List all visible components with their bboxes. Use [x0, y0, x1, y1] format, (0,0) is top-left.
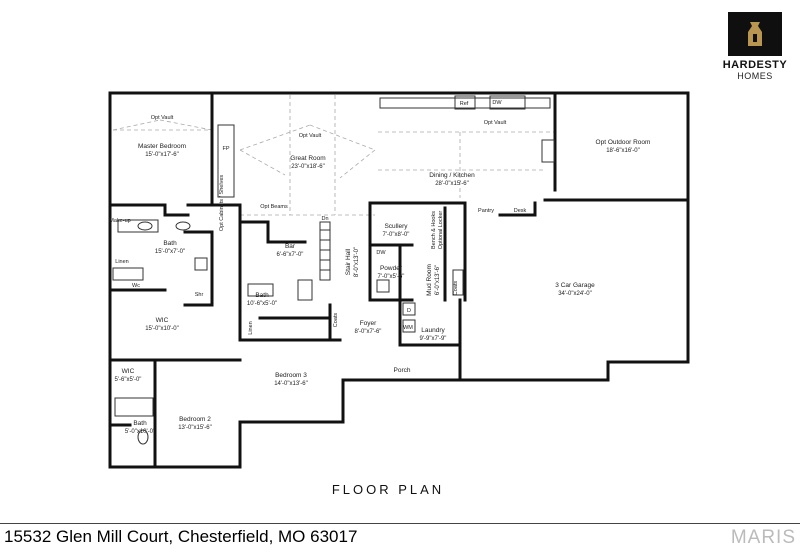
bath3-name: Bath [133, 420, 147, 427]
foyer-dim: 8'-0"x7'-6" [355, 329, 382, 335]
label-opt-cabinets: Opt Cabinets / Shelves [219, 175, 225, 232]
outdoor-dim: 18'-6"x16'-0" [606, 148, 640, 154]
master-name: Master Bedroom [138, 143, 186, 150]
foyer-name: Foyer [360, 320, 377, 327]
masterbath-name: Bath [163, 240, 177, 247]
mud-name: Mud Room [426, 264, 433, 296]
plan-title: FLOOR PLAN [332, 482, 444, 497]
label-desk: Desk [514, 208, 527, 214]
label-fp: FP [222, 146, 229, 152]
label-shr: Shr [195, 292, 204, 298]
property-address: 15532 Glen Mill Court, Chesterfield, MO … [4, 527, 358, 546]
garage-name: 3 Car Garage [555, 282, 595, 289]
bed2-name: Bedroom 2 [179, 416, 211, 423]
bar-name: Bar [285, 243, 296, 250]
label-coats2: Coats [453, 281, 459, 296]
great-dim: 23'-0"x18'-6" [291, 164, 325, 170]
bed3-dim: 14'-0"x13'-6" [274, 381, 308, 387]
scullery-dim: 7'-0"x8'-0" [383, 232, 410, 238]
bath2-name: Bath [255, 292, 269, 299]
laundry-name: Laundry [421, 327, 445, 334]
label-dw: DW [492, 100, 502, 106]
master-note: Opt Vault [151, 115, 174, 121]
garage-dim: 34'-0"x24'-0" [558, 291, 592, 297]
logo-sub: HOMES [737, 71, 773, 81]
watermark: MARIS [730, 527, 796, 548]
label-wm: WM [403, 325, 413, 331]
footer-divider [0, 523, 800, 524]
bed2-dim: 13'-0"x15'-6" [178, 425, 212, 431]
great-name: Great Room [290, 155, 325, 162]
masterbath-dim: 15'-0"x7'-0" [155, 249, 185, 255]
label-ref: Ref [460, 101, 469, 107]
label-linen: Linen [115, 259, 128, 265]
label-dw2: DW [376, 250, 386, 256]
stair-dim: 8'-0"x13'-0" [354, 247, 360, 277]
logo-emblem-icon [728, 12, 782, 56]
great-note: Opt Vault [299, 133, 322, 139]
label-pantry: Pantry [478, 208, 494, 214]
wic-name: WIC [156, 317, 169, 324]
outdoor-name: Opt Outdoor Room [596, 139, 651, 146]
walls [108, 91, 690, 469]
bed3-name: Bedroom 3 [275, 372, 307, 379]
label-opt-beams: Opt Beams [260, 204, 288, 210]
bath3-dim: 5'-0"x10'-0" [125, 429, 155, 435]
dining-dim: 28'-0"x15'-6" [435, 181, 469, 187]
master-dim: 15'-0"x17'-6" [145, 152, 179, 158]
wic2-name: WIC [122, 368, 135, 375]
label-dn: Dn [321, 216, 328, 222]
fixtures [112, 95, 555, 445]
label-bench: Bench & Hooks [431, 211, 437, 249]
bath2-dim: 10'-6"x5'-0" [247, 301, 277, 307]
powder-name: Powder [380, 265, 403, 272]
laundry-dim: 9'-9"x7'-9" [420, 336, 447, 342]
scullery-name: Scullery [384, 223, 408, 230]
dining-name: Dining / Kitchen [429, 172, 475, 179]
dining-note: Opt Vault [484, 120, 507, 126]
vault-lines [112, 95, 555, 216]
label-locker: Optional Locker [438, 211, 444, 250]
wic-dim: 15'-0"x10'-0" [145, 326, 179, 332]
label-coats: Coats [333, 313, 339, 328]
hardesty-logo: HARDESTY HOMES [718, 12, 792, 82]
logo-brand: HARDESTY [722, 59, 788, 71]
label-makeup: Make-up [109, 218, 130, 224]
bar-dim: 6'-6"x7'-0" [277, 252, 304, 258]
label-porch: Porch [394, 367, 411, 374]
mud-dim: 6'-0"x13'-6" [435, 265, 441, 295]
label-wc: Wc [132, 283, 140, 289]
label-d: D [407, 308, 411, 314]
label-linen2: Linen [248, 321, 254, 334]
wic2-dim: 5'-6"x5'-0" [115, 377, 142, 383]
powder-dim: 7'-0"x5'-6" [378, 274, 405, 280]
stair-name: Stair Hall [345, 248, 352, 275]
